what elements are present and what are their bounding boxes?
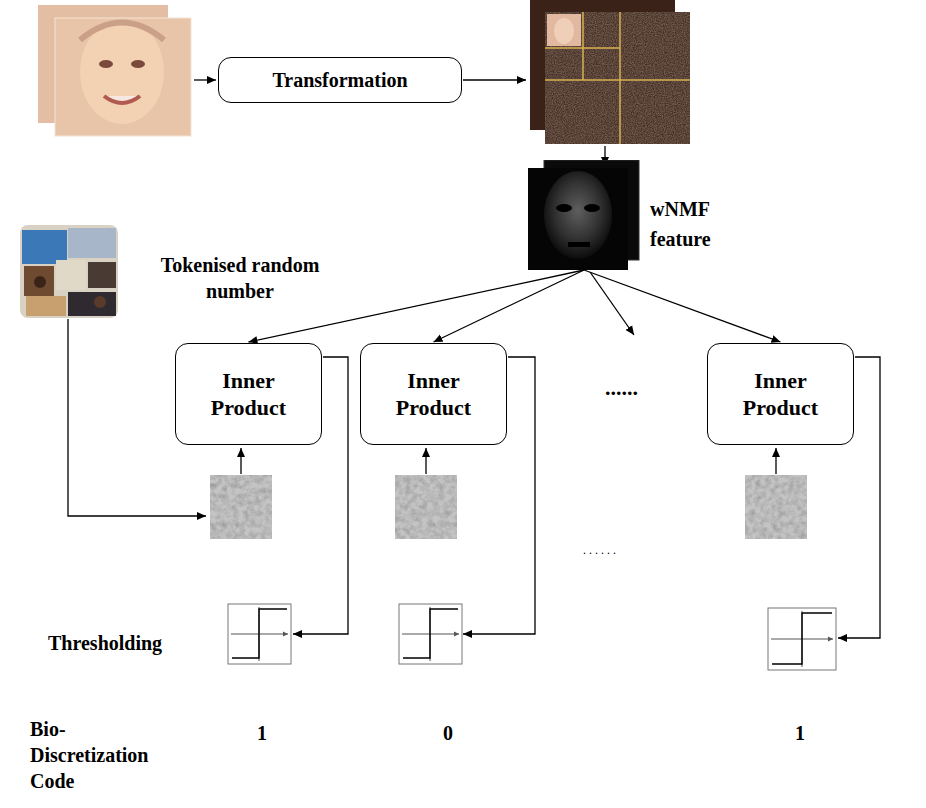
arrow-line (463, 79, 526, 80)
token-image (20, 225, 118, 318)
box-label: Inner Product (194, 367, 304, 422)
arrow-line (590, 272, 634, 335)
box-label: Transformation (272, 68, 407, 93)
threshold-symbol (228, 604, 836, 670)
code-bit: 0 (443, 720, 453, 746)
output-label: Bio-Discretization Code (30, 716, 172, 794)
code-bit: 1 (257, 720, 267, 746)
token-label: Tokenised random number (140, 252, 340, 304)
process-box: Inner Product (175, 343, 322, 445)
feature-arrow (434, 270, 585, 342)
process-box: Inner Product (360, 343, 507, 445)
arrow-line (194, 79, 216, 80)
wavelet-image (530, 0, 690, 144)
random-matrix (210, 475, 807, 539)
process-box: Inner Product (707, 343, 854, 445)
ellipsis: ...... (583, 543, 619, 559)
code-bit: 1 (795, 720, 805, 746)
arrow-line (775, 448, 776, 474)
feature-image: wNMF feature (528, 160, 738, 270)
face-photo (38, 5, 191, 136)
ellipsis: ...... (605, 374, 638, 403)
box-label: Inner Product (726, 367, 836, 422)
feature-label: wNMF feature (650, 194, 730, 254)
box-label: Inner Product (379, 367, 489, 422)
stage-label: Thresholding (48, 630, 162, 656)
process-box: Transformation (218, 57, 462, 103)
arrow-line (425, 448, 426, 474)
feature-picture (528, 160, 640, 270)
arrow-line (240, 448, 241, 474)
feature-arrow (584, 270, 781, 342)
feature-arrow (249, 270, 585, 342)
